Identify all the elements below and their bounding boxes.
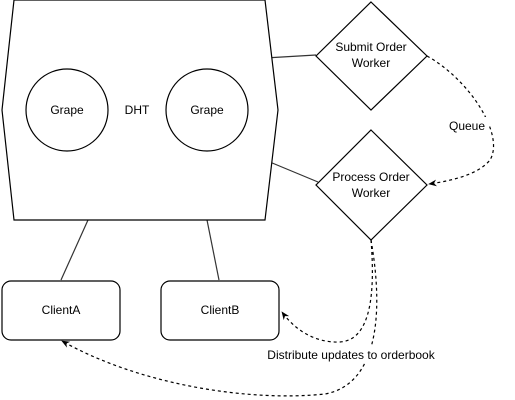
connector-dht-process-worker (264, 159, 319, 183)
submit-order-worker-label-line1: Submit Order (335, 40, 406, 54)
distribute-arrow-client-b (281, 239, 373, 343)
connector-dht-submit-worker (264, 54, 317, 59)
process-order-worker-label-line2: Worker (352, 186, 390, 200)
grape-node-1-label: Grape (50, 103, 84, 117)
dht-label: DHT (125, 103, 150, 117)
grape-node-2-label: Grape (190, 103, 224, 117)
submit-order-worker-shape[interactable] (315, 1, 428, 111)
queue-label-background (447, 117, 489, 133)
client-b-box[interactable] (160, 280, 280, 341)
submit-order-worker-label-line2: Worker (352, 56, 390, 70)
dht-hub-shape[interactable] (1, 0, 279, 221)
distribute-arrow-client-a (61, 239, 378, 397)
process-order-worker-shape[interactable] (315, 129, 428, 241)
client-b-label: ClientB (201, 303, 240, 317)
distribute-label: Distribute updates to orderbook (267, 348, 435, 362)
grape-node-1[interactable] (25, 68, 109, 152)
process-order-worker-label-line1: Process Order (332, 170, 409, 184)
distribute-label-background (266, 346, 438, 362)
queue-label: Queue (449, 119, 485, 133)
grape-node-2[interactable] (165, 68, 249, 152)
connector-dht-client-b (206, 219, 220, 281)
connector-dht-client-a (60, 219, 89, 281)
client-a-box[interactable] (1, 280, 121, 341)
queue-arrow (426, 55, 495, 187)
client-a-label: ClientA (42, 303, 81, 317)
